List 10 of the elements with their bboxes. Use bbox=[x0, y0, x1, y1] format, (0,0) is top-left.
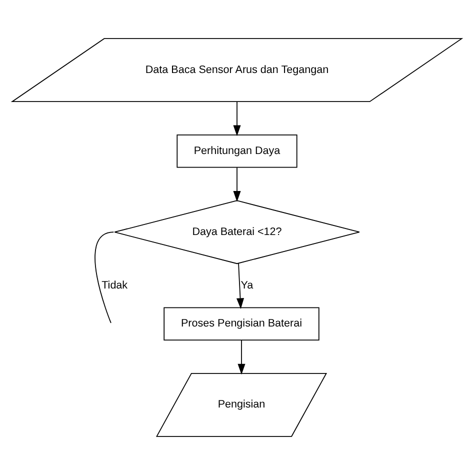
connector bbox=[94, 231, 114, 323]
node-box: Perhitungan Daya bbox=[176, 134, 298, 168]
node-diamond: Daya Baterai <12? bbox=[114, 200, 360, 264]
arrow bbox=[233, 166, 241, 202]
node-box: Proses Pengisian Baterai bbox=[164, 306, 320, 340]
arrow bbox=[236, 262, 244, 308]
arrow bbox=[233, 100, 241, 136]
arrow bbox=[238, 340, 246, 374]
edge-label: Ya bbox=[240, 278, 254, 291]
edge-label: Tidak bbox=[102, 278, 128, 291]
